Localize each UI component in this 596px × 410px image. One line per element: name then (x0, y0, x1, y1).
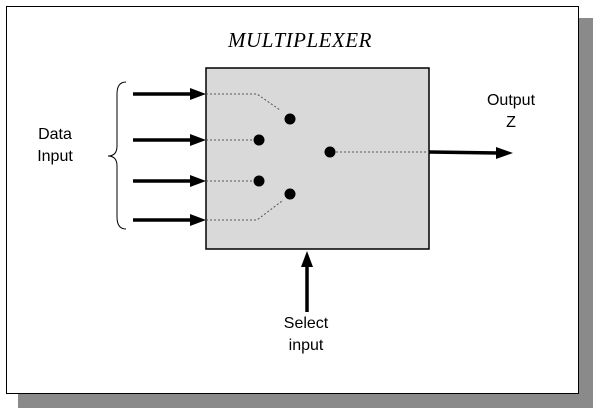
contact-dot-common (324, 146, 336, 158)
diagram-title: MULTIPLEXER (228, 28, 372, 52)
multiplexer-box (205, 67, 430, 250)
input-arrow-3 (133, 175, 206, 187)
data-input-brace (107, 81, 127, 230)
internal-wire-4 (206, 200, 283, 221)
input-arrow-2 (133, 134, 206, 146)
contact-dot-4 (284, 188, 296, 200)
internal-wire-1 (206, 93, 281, 111)
output-arrow (428, 147, 513, 159)
select-input-arrow (301, 251, 313, 312)
output-label-line1: Output (486, 92, 536, 109)
select-input-label-line1: Select (283, 315, 329, 332)
input-arrow-4 (133, 214, 206, 226)
output-label: Output Z (480, 90, 542, 134)
select-input-label: Select input (276, 313, 336, 357)
contact-dot-1 (284, 113, 296, 125)
data-input-label-line2: Input (37, 148, 73, 165)
output-label-line2: Z (506, 114, 516, 131)
data-input-label: Data Input (30, 124, 80, 168)
select-input-label-line2: input (288, 337, 324, 354)
data-input-label-line1: Data (38, 126, 72, 143)
contact-dot-3 (253, 175, 265, 187)
contact-dot-2 (253, 134, 265, 146)
input-arrow-1 (133, 88, 206, 100)
